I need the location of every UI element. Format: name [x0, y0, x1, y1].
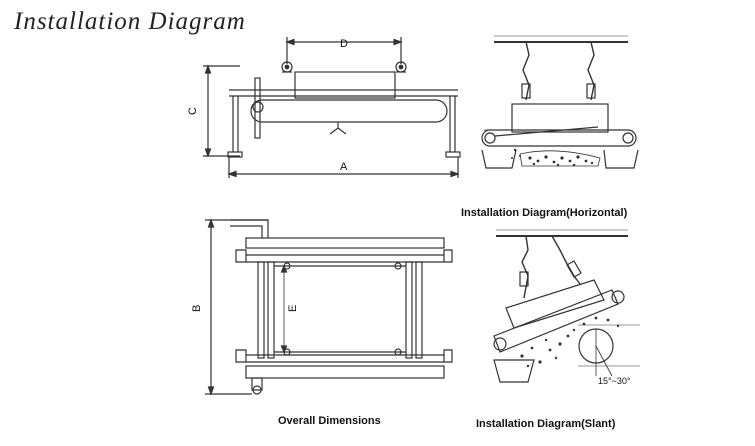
caption-overall-dimensions: Overall Dimensions [278, 415, 381, 427]
slant-angle-label: 15°~30° [598, 376, 631, 386]
caption-slant: Installation Diagram(Slant) [476, 418, 616, 430]
slant-installation-drawing [493, 229, 640, 383]
page-title: Installation Diagram [14, 8, 246, 35]
side-view-drawing [203, 37, 461, 178]
top-view-drawing [205, 218, 453, 396]
dimension-label-b: B [191, 305, 203, 312]
caption-horizontal: Installation Diagram(Horizontal) [461, 207, 628, 219]
dimension-label-e: E [287, 305, 299, 312]
dimension-label-a: A [340, 161, 348, 173]
dimension-label-c: C [187, 107, 199, 115]
dimension-label-d: D [340, 38, 348, 50]
horizontal-installation-drawing [481, 35, 639, 169]
